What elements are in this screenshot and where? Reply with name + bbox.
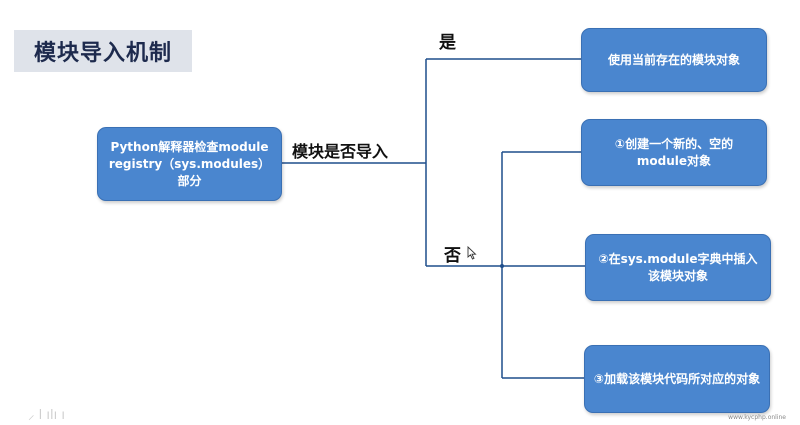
diagram-title: 模块导入机制: [14, 30, 192, 72]
no-step-2-node: ②在sys.module字典中插入该模块对象: [585, 234, 771, 301]
no-step-1-node: ①创建一个新的、空的module对象: [581, 119, 767, 186]
junction-dot: [500, 264, 504, 268]
corner-marks: ⸝ l ılı ı: [28, 408, 65, 423]
no-step-3-node: ③加载该模块代码所对应的对象: [584, 345, 770, 413]
yes-label: 是: [439, 33, 456, 53]
no-label: 否: [444, 246, 461, 266]
mouse-cursor-icon: [467, 245, 477, 264]
question-label: 模块是否导入: [292, 142, 389, 161]
source-node: Python解释器检查module registry（sys.modules）部…: [97, 127, 282, 201]
watermark: www.kycphp.online: [728, 414, 786, 421]
yes-node-existing-module: 使用当前存在的模块对象: [581, 28, 767, 92]
